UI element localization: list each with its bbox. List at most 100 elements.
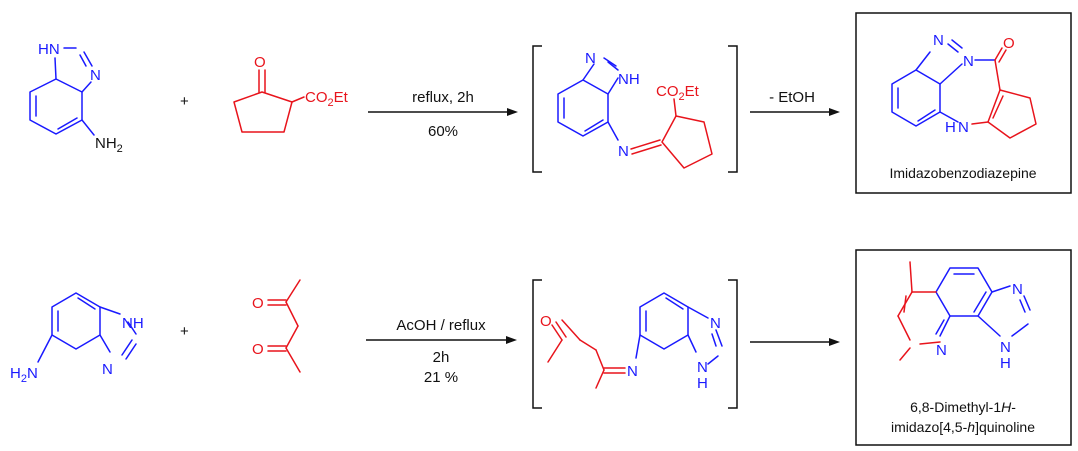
r1-sm2-ester-bond: [291, 96, 305, 103]
r2-prod-bond: [939, 315, 951, 337]
r1-arrow-2-head: [829, 108, 840, 116]
r2-prod-bond: [977, 315, 1001, 337]
r2-int-bond: [687, 334, 697, 353]
r1-right-bracket: [728, 45, 738, 173]
r2-prod-bond: [1023, 295, 1031, 311]
r2-acetylacetone: O O: [252, 279, 301, 373]
r1-prod-carbonyl-bond: [998, 49, 1007, 63]
r2-int-bond: [561, 319, 581, 341]
r2-int-benzene-ring: [639, 292, 689, 350]
r2-intermediate: O N N N H: [540, 292, 723, 392]
r2-right-bracket: [728, 279, 738, 409]
r2-int-bond: [707, 355, 719, 365]
r2-arrow-1-yield: 21 %: [424, 369, 458, 386]
r1-arrow-1-yield: 60%: [428, 123, 458, 140]
r1-int-benzene-ring: [557, 79, 609, 137]
r2-int-o-label: O: [540, 313, 552, 330]
r2-int-n-label: N: [710, 315, 721, 332]
r2-prod-double-bond: [935, 319, 945, 335]
r2-sm2-bond: [285, 347, 301, 373]
r2-prod-double-bond: [1019, 299, 1026, 313]
r2-left-bracket: [532, 279, 542, 409]
r1-sm2-ester-label: CO2Et: [305, 89, 349, 109]
r1-sm1-double-bond: [57, 117, 78, 130]
r2-int-bond: [595, 349, 605, 371]
r1-int-bond: [603, 57, 617, 67]
r2-prod-bond: [919, 341, 941, 345]
r1-sm1-amine-label: NH2: [95, 135, 123, 155]
r2-sm2-o2-label: O: [252, 341, 264, 358]
r1-int-ester-label: CO2Et: [656, 83, 700, 103]
r1-sm1-bond: [54, 57, 57, 80]
r2-arrow-1: AcOH / reflux 2h 21 %: [366, 317, 517, 386]
r2-sm1-amine-bond: [37, 334, 53, 363]
r1-plus-sign: +: [180, 93, 189, 110]
r1-int-bond: [607, 121, 619, 141]
r1-int-n-label: N: [585, 50, 596, 67]
r2-sm1-amine-label: H2N: [10, 365, 38, 385]
r1-prod-bond: [947, 43, 959, 53]
r2-int-methyl-bond: [595, 369, 605, 389]
r2-int-bond: [715, 329, 723, 347]
r2-arrow-2-head: [829, 338, 840, 346]
r1-prod-bond: [939, 111, 959, 123]
r1-product-name: Imidazobenzodiazepine: [889, 165, 1036, 181]
r2-int-imine-n-label: N: [627, 363, 638, 380]
r1-sm1-bond: [83, 51, 93, 67]
r2-plus-sign: +: [180, 323, 189, 340]
r1-int-double-bond: [584, 119, 604, 132]
r2-sm1-bond: [99, 334, 111, 353]
r1-prod-cyclopentene-ring: [987, 89, 1037, 139]
r2-arrow-1-time: 2h: [433, 349, 450, 366]
r2-prod-methyl-bond: [899, 347, 911, 361]
r1-int-imine-n-label: N: [618, 143, 629, 160]
r2-sm1-nh-label: NH: [122, 315, 144, 332]
r2-sm2-bond: [285, 301, 299, 327]
r1-arrow-2-conditions: - EtOH: [769, 89, 815, 106]
r1-prod-double-bond: [917, 109, 936, 122]
r2-int-methyl-bond: [547, 339, 563, 363]
r2-prod-bond: [1011, 323, 1029, 337]
r1-prod-bond: [939, 63, 963, 85]
r2-int-double-bond: [665, 297, 684, 310]
r1-prod-bond: [915, 51, 931, 71]
r2-sm2-bond: [285, 279, 301, 303]
r2-prod-n-top-label: N: [1012, 281, 1023, 298]
r1-int-cyclopentane-ring: [661, 115, 713, 169]
r2-product-name-line1: 6,8-Dimethyl-1H-: [910, 399, 1016, 415]
r1-arrow-1-head: [507, 108, 518, 116]
r1-sm2-o-label: O: [254, 54, 266, 71]
r2-sm1-bond: [127, 321, 137, 335]
r1-int-double-bond: [607, 61, 619, 71]
r1-int-nh-label: NH: [618, 71, 640, 88]
r2-prod-double-bond: [903, 295, 907, 313]
r1-ketoester: O CO2Et: [233, 54, 349, 133]
r2-int-carbonyl-bond: [555, 321, 567, 338]
r1-prod-bond: [994, 59, 1001, 91]
r2-prod-nh-h-label: H: [1000, 355, 1011, 372]
r1-sm1-double-bond: [79, 54, 87, 67]
r2-prod-methyl-bond: [909, 261, 913, 293]
r1-prod-n-ring-label: N: [963, 53, 974, 70]
r1-prod-bond: [971, 121, 989, 125]
r1-arrow-2: - EtOH: [750, 89, 840, 116]
r1-prod-double-bond: [951, 39, 963, 49]
r1-arrow-1-conditions: reflux, 2h: [412, 89, 474, 106]
r2-prod-pyridine-n-label: N: [936, 342, 947, 359]
r2-int-carbonyl-bond: [551, 324, 563, 341]
r1-aminobenzimidazole: HN N NH2: [29, 41, 123, 155]
r1-int-bond: [607, 77, 619, 95]
r1-int-imine-bond: [630, 139, 661, 150]
r2-prod-bond: [991, 285, 1011, 293]
r1-intermediate-brackets: [532, 45, 738, 173]
r1-prod-double-bond: [992, 95, 1004, 119]
r2-product-name-line2: imidazo[4,5-h]quinoline: [891, 419, 1035, 435]
r1-left-bracket: [532, 45, 542, 173]
r2-prod-bond: [897, 315, 911, 341]
r2-int-nh-n-label: N: [697, 359, 708, 376]
r2-int-nh-h-label: H: [697, 375, 708, 392]
r1-sm1-nh-label: HN: [38, 41, 60, 58]
r2-int-double-bond: [711, 333, 717, 347]
r2-int-bond: [687, 306, 709, 319]
r2-int-bond: [635, 334, 641, 359]
